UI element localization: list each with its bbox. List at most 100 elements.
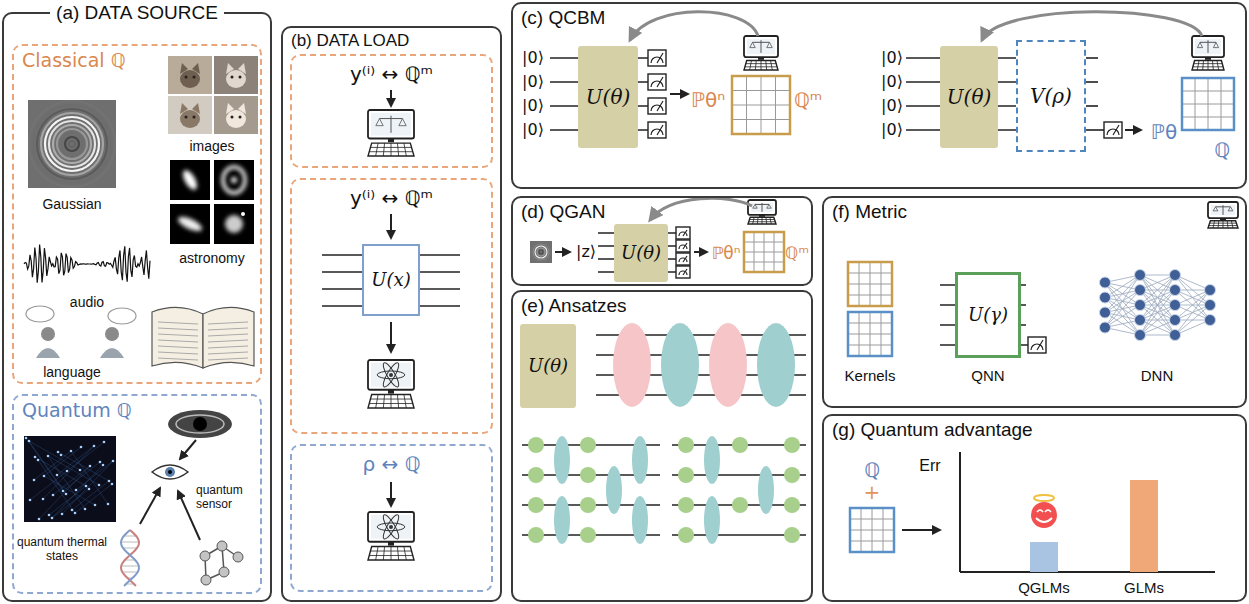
key-column bbox=[391, 547, 392, 560]
computer-icon bbox=[748, 200, 776, 224]
label-anchor: ℚᵐ bbox=[794, 89, 822, 112]
accretion-disk bbox=[168, 410, 232, 438]
ring bbox=[45, 117, 99, 171]
ring bbox=[533, 244, 549, 260]
annotation-label: QGLMs bbox=[1018, 579, 1070, 596]
particle bbox=[47, 455, 50, 458]
speech-bubble bbox=[108, 308, 136, 324]
single-qubit-gate bbox=[784, 437, 800, 453]
grid-line bbox=[881, 262, 882, 306]
group-heading: y⁽ⁱ⁾ ↔ ℚᵐ bbox=[350, 186, 433, 210]
load-group: y⁽ⁱ⁾ ↔ ℚᵐ bbox=[290, 54, 493, 168]
keyboard bbox=[368, 547, 414, 560]
classical-group: Classical ℚ bbox=[12, 44, 262, 384]
annotation-label: astronomy bbox=[179, 250, 244, 266]
particle bbox=[61, 513, 64, 516]
text-line bbox=[158, 322, 198, 324]
matrix-grid bbox=[1182, 78, 1234, 130]
ring bbox=[49, 121, 95, 167]
neuron bbox=[1170, 300, 1181, 311]
annotation-label: |z⟩ bbox=[576, 243, 596, 261]
ring bbox=[53, 125, 91, 163]
neuron bbox=[1135, 300, 1146, 311]
ring bbox=[537, 248, 545, 256]
meter-needle bbox=[657, 77, 663, 87]
computer-icon bbox=[744, 36, 778, 70]
single-qubit-gate bbox=[784, 467, 800, 483]
cat-eye bbox=[239, 116, 242, 119]
ring bbox=[33, 105, 111, 183]
star bbox=[241, 212, 245, 216]
cat-head bbox=[180, 110, 200, 128]
gaussian-image bbox=[28, 100, 116, 188]
particle bbox=[65, 493, 68, 496]
arrow bbox=[140, 488, 160, 524]
particle bbox=[29, 499, 32, 502]
keyboard bbox=[1192, 60, 1224, 70]
atom-orbit bbox=[377, 371, 405, 379]
annotation-label: GLMs bbox=[1124, 579, 1164, 596]
grid-line bbox=[848, 345, 892, 346]
error-bar bbox=[1030, 542, 1058, 572]
balance-pans bbox=[753, 204, 771, 208]
label-anchor: |z⟩ bbox=[576, 243, 596, 261]
filament bbox=[29, 441, 80, 470]
key-column bbox=[1218, 221, 1220, 228]
base-pair bbox=[121, 542, 139, 543]
key-column bbox=[1227, 221, 1229, 228]
ring bbox=[69, 141, 75, 147]
base-pair bbox=[121, 566, 139, 567]
unitary-box: U(θ) bbox=[578, 46, 638, 148]
atom-orbit bbox=[381, 513, 402, 541]
key-column bbox=[1197, 60, 1199, 70]
meter-needle bbox=[1113, 125, 1119, 135]
grid-line bbox=[850, 530, 894, 531]
measurement-symbol bbox=[648, 98, 666, 114]
eyes bbox=[1037, 510, 1051, 512]
panel: (g) Quantum advantage bbox=[822, 414, 1247, 602]
box-label: U(θ) bbox=[947, 85, 992, 109]
base-pair bbox=[122, 572, 137, 573]
atom bbox=[219, 567, 229, 577]
keyboard bbox=[744, 60, 778, 70]
group-heading: Quantum ℚ bbox=[22, 399, 132, 422]
particle bbox=[48, 514, 51, 517]
panel: (c) QCBMU(θ)U(θ)V(ρ) bbox=[511, 2, 1247, 189]
key-column bbox=[376, 547, 378, 560]
grid-line bbox=[732, 119, 790, 120]
sky bbox=[170, 204, 210, 244]
keyboard bbox=[748, 217, 776, 224]
label-anchor: GLMs bbox=[1124, 579, 1164, 596]
grid-line bbox=[1221, 78, 1222, 130]
annotation-label: ℚᵐ bbox=[794, 89, 822, 112]
single-qubit-gate bbox=[732, 437, 748, 453]
key-column bbox=[761, 60, 762, 70]
matrix-grid bbox=[732, 76, 790, 134]
text-line bbox=[208, 346, 248, 348]
meter-box bbox=[676, 227, 690, 239]
label-anchor: images bbox=[189, 138, 234, 154]
key-column bbox=[376, 395, 378, 408]
atom-orbit bbox=[377, 523, 405, 531]
label-anchor: audio bbox=[70, 294, 104, 310]
head bbox=[105, 327, 119, 341]
key-column bbox=[750, 60, 752, 70]
text-line bbox=[158, 328, 198, 330]
label-anchor: ℚ bbox=[864, 459, 880, 482]
two-qubit-gate bbox=[704, 436, 720, 484]
group-heading: (a) DATA SOURCE bbox=[50, 2, 224, 25]
speech-bubble bbox=[26, 306, 54, 322]
single-qubit-gate bbox=[528, 467, 544, 483]
quantum-computer-icon bbox=[368, 512, 414, 560]
filament bbox=[52, 489, 89, 518]
speaker-figure bbox=[100, 308, 136, 358]
label-anchor: quantum thermal states bbox=[16, 536, 108, 564]
annotation-label: |0⟩ bbox=[881, 97, 903, 115]
neuron bbox=[1170, 315, 1181, 326]
stand bbox=[1205, 57, 1211, 60]
thermal-state-image bbox=[24, 436, 116, 522]
grid-ground bbox=[1182, 78, 1234, 130]
single-qubit-gate bbox=[580, 527, 596, 543]
